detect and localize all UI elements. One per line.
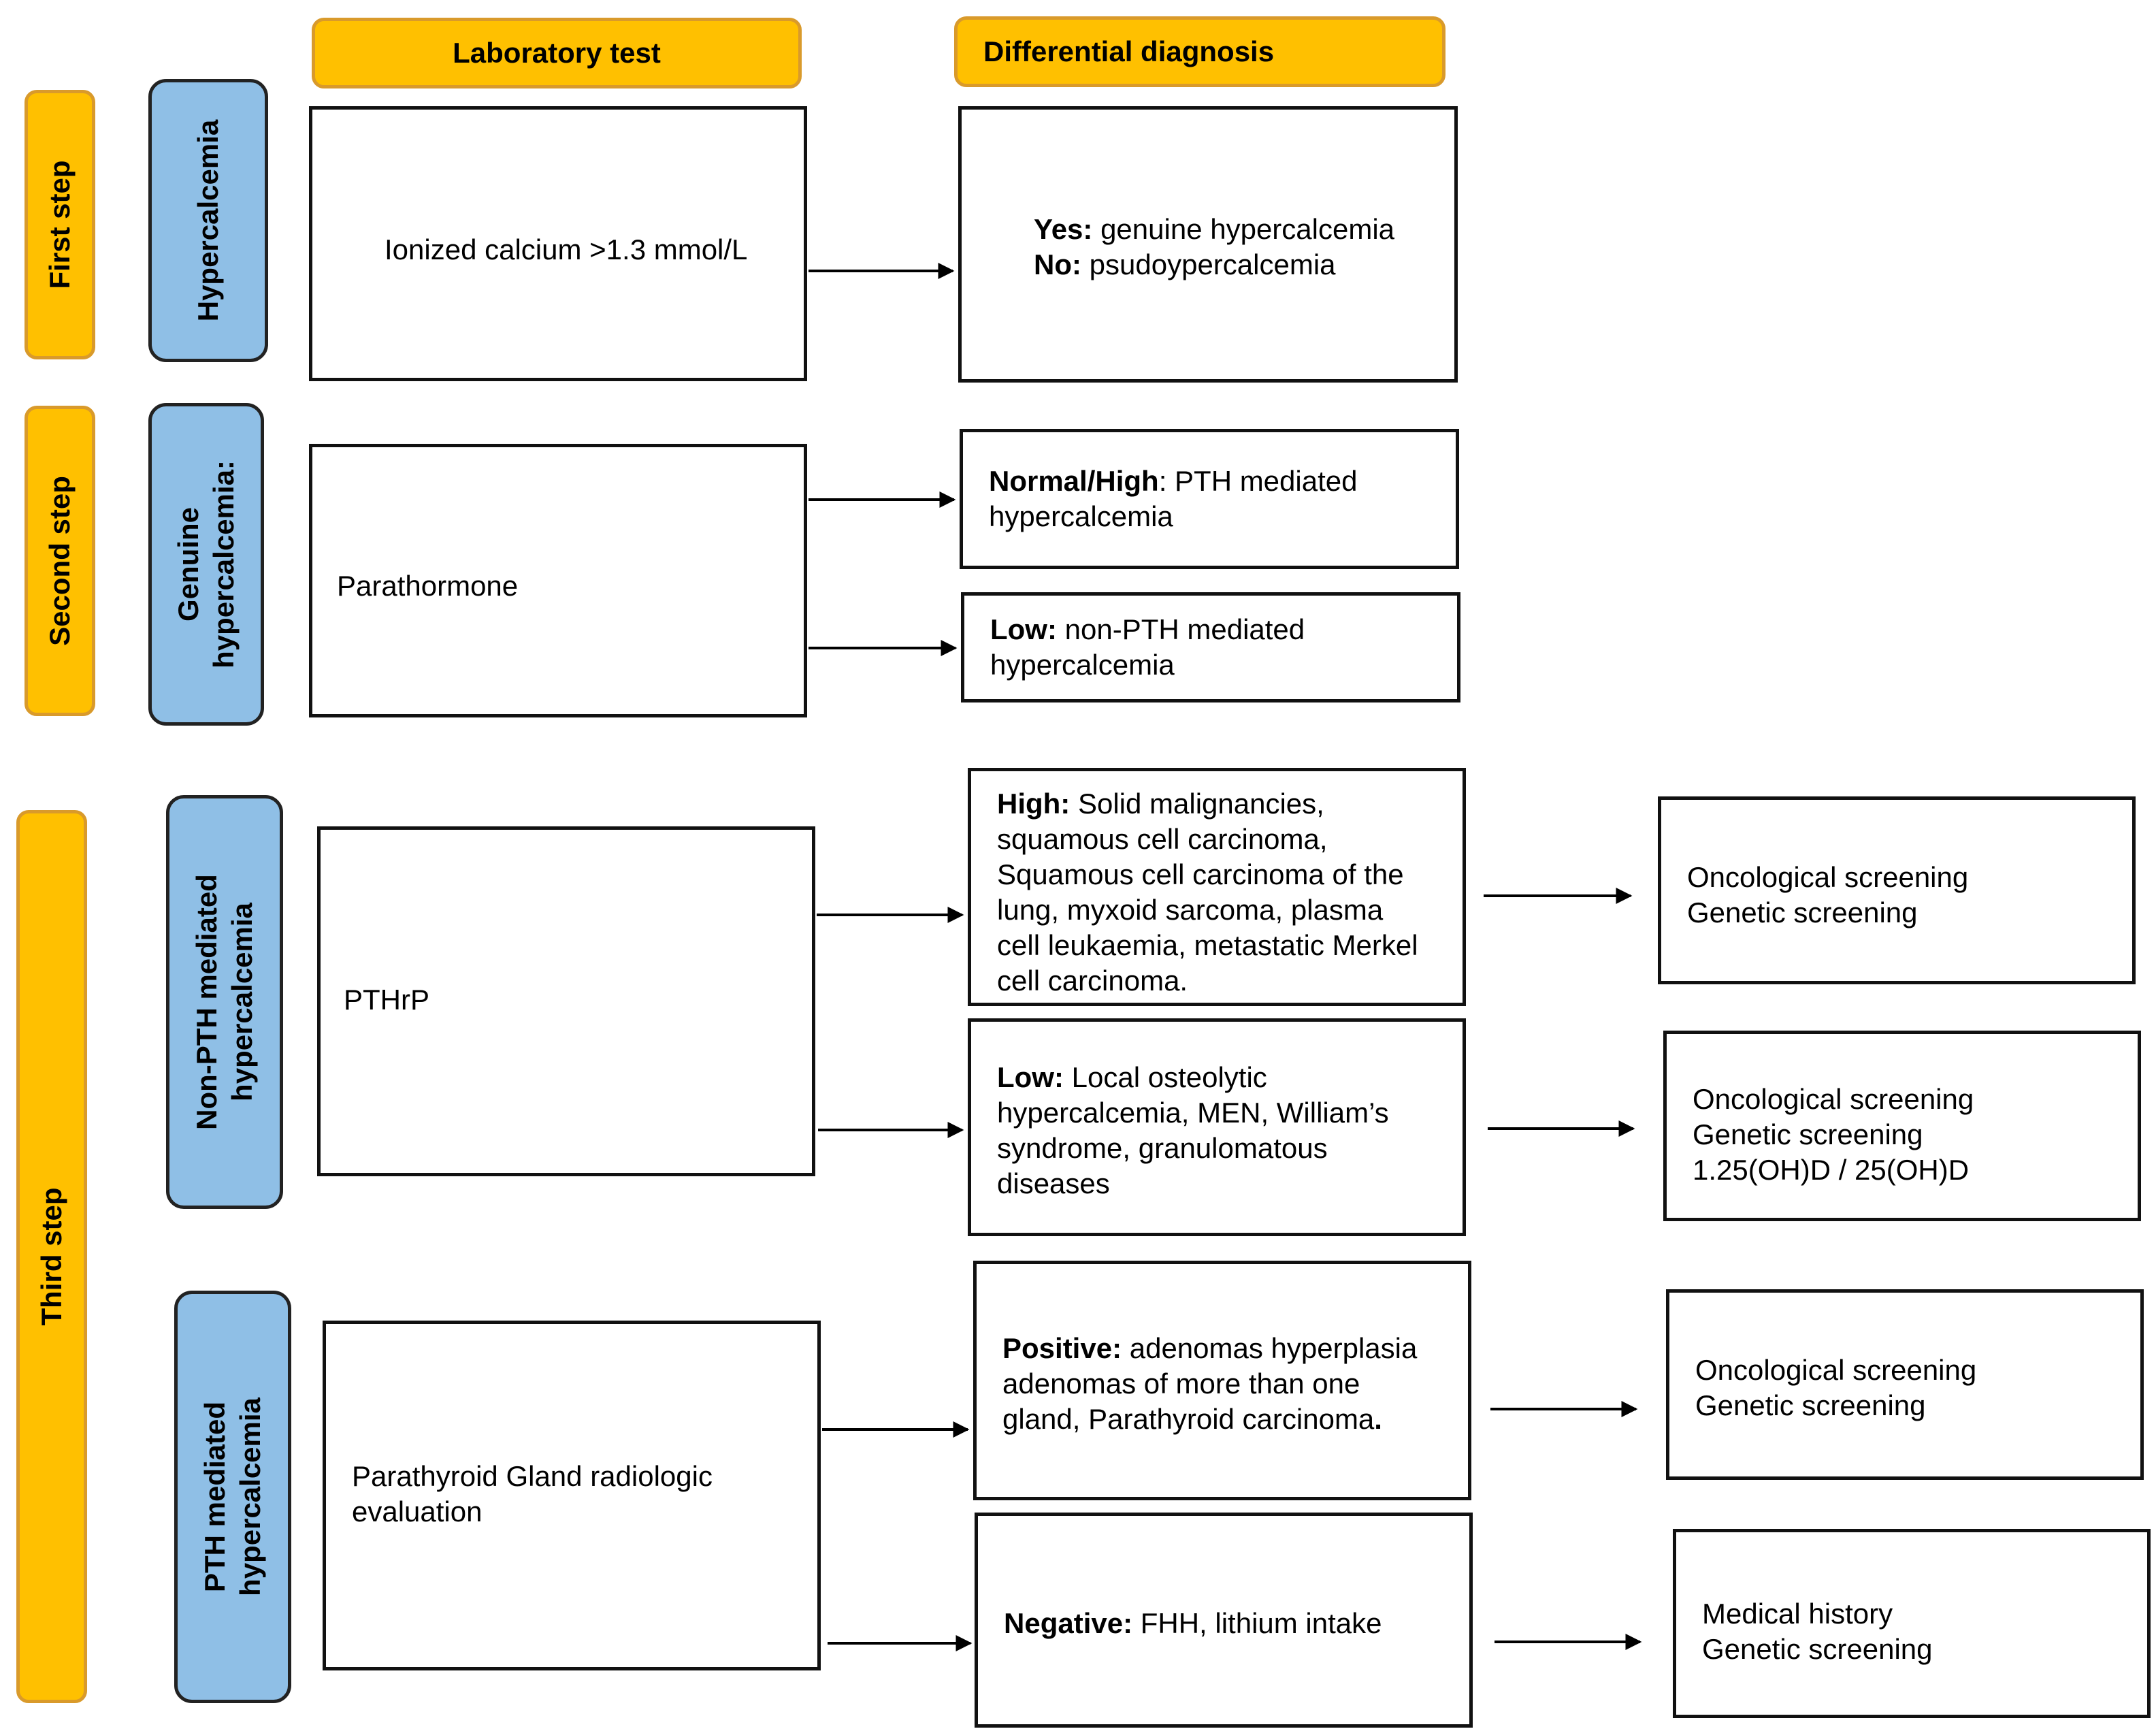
step-second: Second step [24, 406, 95, 716]
followup-4-text: Medical history Genetic screening [1702, 1596, 1933, 1667]
diagnosis-high-line3: Squamous cell carcinoma of the [997, 858, 1404, 890]
header-differential-diagnosis-label: Differential diagnosis [983, 35, 1275, 67]
diagnosis-low-pthrp-text1: Local osteolytic [1063, 1061, 1267, 1093]
diagnosis-low-pthrp-line3: syndrome, granulomatous [997, 1132, 1328, 1164]
diagnosis-low-pthrp-line4: diseases [997, 1167, 1110, 1199]
step-third: Third step [16, 810, 87, 1703]
diagnosis-box-normal-high: Normal/High: PTH mediated hypercalcemia [960, 429, 1459, 569]
diagnosis-genuine-text: Yes: genuine hypercalcemia No: psudoyper… [1034, 212, 1394, 282]
test-radiologic-line1: Parathyroid Gland radiologic [352, 1460, 713, 1492]
diagnosis-box-negative: Negative: FHH, lithium intake [975, 1513, 1473, 1728]
test-box-parathormone: Parathormone [309, 444, 807, 717]
category-non-pth-mediated: Non-PTH mediated hypercalcemia [166, 795, 283, 1209]
followup-3-line2: Genetic screening [1695, 1389, 1926, 1421]
test-box-radiologic: Parathyroid Gland radiologic evaluation [323, 1321, 821, 1670]
diagnosis-low-pth-text1: non-PTH mediated [1056, 613, 1305, 645]
test-ionized-calcium: Ionized calcium >1.3 mmol/L [385, 233, 748, 265]
diagnosis-positive-text1: adenomas hyperplasia [1122, 1332, 1418, 1364]
diagnosis-box-high-pthrp: High: Solid malignancies, squamous cell … [968, 768, 1466, 1006]
diagnosis-high-label: High: [997, 788, 1071, 820]
followup-2-line3: 1.25(OH)D / 25(OH)D [1693, 1154, 1970, 1186]
diagnosis-no-text: psudoypercalcemia [1081, 248, 1336, 280]
category-genuine-hypercalcemia: Genuine hypercalcemia: [148, 403, 264, 726]
diagnosis-normal-high-text1: : PTH mediated [1158, 465, 1358, 497]
test-radiologic: Parathyroid Gland radiologic evaluation [352, 1459, 713, 1530]
diagnosis-positive-line1: Positive: adenomas hyperplasia [1002, 1331, 1417, 1366]
followup-box-4: Medical history Genetic screening [1673, 1529, 2151, 1718]
diagnosis-box-genuine: Yes: genuine hypercalcemia No: psudoyper… [958, 106, 1458, 383]
diagnosis-no-label: No: [1034, 248, 1081, 280]
followup-4-line2: Genetic screening [1702, 1633, 1933, 1665]
followup-1-line2: Genetic screening [1687, 896, 1918, 928]
followup-3-line1: Oncological screening [1695, 1354, 1977, 1386]
diagnosis-no: No: psudoypercalcemia [1034, 247, 1394, 282]
header-laboratory-test-label: Laboratory test [453, 37, 661, 69]
diagnosis-low-pth-text: Low: non-PTH mediated hypercalcemia [990, 612, 1305, 683]
header-laboratory-test: Laboratory test [312, 18, 802, 88]
diagnosis-negative-text: Negative: FHH, lithium intake [1004, 1606, 1382, 1641]
followup-box-1: Oncological screening Genetic screening [1658, 796, 2136, 984]
followup-1-line1: Oncological screening [1687, 861, 1969, 893]
diagnosis-low-pth-label: Low: [990, 613, 1057, 645]
followup-box-2: Oncological screening Genetic screening … [1663, 1031, 2141, 1221]
test-radiologic-line2: evaluation [352, 1496, 483, 1528]
diagnosis-high-line6: cell carcinoma. [997, 965, 1188, 997]
category-pth-mediated: PTH mediated hypercalcemia [174, 1291, 291, 1703]
diagnosis-negative-text1: FHH, lithium intake [1132, 1607, 1382, 1639]
diagnosis-low-pthrp-line2: hypercalcemia, MEN, William’s [997, 1097, 1389, 1129]
diagnosis-high-line1: High: Solid malignancies, [997, 786, 1418, 822]
diagnosis-high-text1: Solid malignancies, [1070, 788, 1324, 820]
test-box-pthrp: PTHrP [317, 826, 815, 1176]
header-differential-diagnosis: Differential diagnosis [954, 16, 1446, 87]
diagnosis-high-text: High: Solid malignancies, squamous cell … [997, 786, 1418, 999]
diagnosis-yes-label: Yes: [1034, 213, 1093, 245]
diagnosis-negative-line1: Negative: FHH, lithium intake [1004, 1606, 1382, 1641]
diagnosis-low-pthrp-text: Low: Local osteolytic hypercalcemia, MEN… [997, 1060, 1389, 1201]
followup-4-line1: Medical history [1702, 1598, 1893, 1630]
test-pthrp: PTHrP [344, 984, 429, 1016]
step-first: First step [24, 90, 95, 359]
diagnosis-high-line5: cell leukaemia, metastatic Merkel [997, 929, 1418, 961]
followup-1-text: Oncological screening Genetic screening [1687, 860, 1968, 931]
diagnosis-yes-text: genuine hypercalcemia [1092, 213, 1395, 245]
diagnosis-high-line4: lung, myxoid sarcoma, plasma [997, 894, 1384, 926]
test-box-ionized-calcium: Ionized calcium >1.3 mmol/L [309, 106, 807, 381]
diagnosis-positive-line2: adenomas of more than one [1002, 1368, 1360, 1400]
followup-3-text: Oncological screening Genetic screening [1695, 1353, 1976, 1423]
diagnosis-positive-text: Positive: adenomas hyperplasia adenomas … [1002, 1331, 1417, 1437]
diagnosis-low-pthrp-label: Low: [997, 1061, 1064, 1093]
diagnosis-box-positive: Positive: adenomas hyperplasia adenomas … [973, 1261, 1471, 1500]
followup-2-text: Oncological screening Genetic screening … [1693, 1082, 1974, 1188]
diagnosis-positive-text3: gland, Parathyroid carcinoma [1002, 1403, 1375, 1435]
diagnosis-normal-high-label: Normal/High [989, 465, 1159, 497]
diagnosis-normal-high-line2: hypercalcemia [989, 500, 1173, 532]
followup-2-line2: Genetic screening [1693, 1118, 1923, 1150]
diagnosis-normal-high-line1: Normal/High: PTH mediated [989, 464, 1357, 499]
followup-box-3: Oncological screening Genetic screening [1666, 1289, 2144, 1480]
diagnosis-box-low-pth: Low: non-PTH mediated hypercalcemia [961, 592, 1460, 702]
diagnosis-positive-line3: gland, Parathyroid carcinoma. [1002, 1402, 1417, 1437]
followup-2-line1: Oncological screening [1693, 1083, 1974, 1115]
diagnosis-yes: Yes: genuine hypercalcemia [1034, 212, 1394, 247]
diagnosis-box-low-pthrp: Low: Local osteolytic hypercalcemia, MEN… [968, 1018, 1466, 1236]
diagnosis-low-pth-line2: hypercalcemia [990, 649, 1175, 681]
diagnosis-negative-label: Negative: [1004, 1607, 1133, 1639]
diagnosis-low-pth-line1: Low: non-PTH mediated [990, 612, 1305, 647]
category-hypercalcemia: Hypercalcemia [148, 79, 268, 362]
diagnosis-high-line2: squamous cell carcinoma, [997, 823, 1328, 855]
diagnosis-positive-label: Positive: [1002, 1332, 1122, 1364]
diagnosis-low-pthrp-line1: Low: Local osteolytic [997, 1060, 1389, 1095]
diagnosis-normal-high-text: Normal/High: PTH mediated hypercalcemia [989, 464, 1357, 534]
diagnosis-positive-period: . [1374, 1403, 1382, 1435]
test-parathormone: Parathormone [337, 570, 519, 602]
